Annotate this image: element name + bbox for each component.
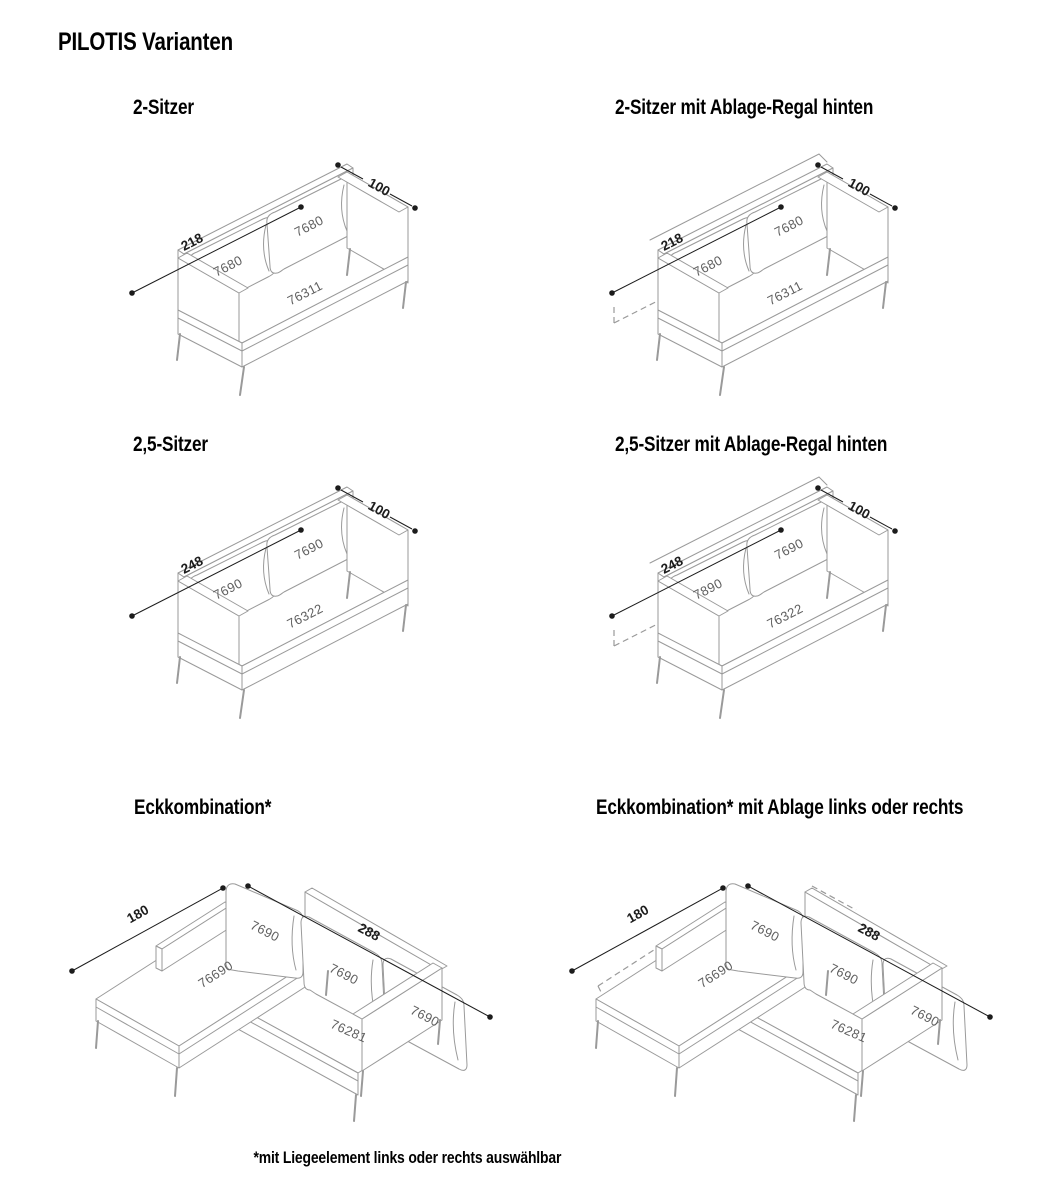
page-title: PILOTIS Varianten [58, 28, 233, 56]
dimension-endpoint-dot [892, 205, 898, 211]
diagram-2sitzer: 218 100 7680 7680 76311 [120, 145, 460, 400]
dimension-endpoint-dot [569, 968, 575, 974]
dimension-endpoint-dot [298, 204, 304, 210]
shelf-top-edge [649, 153, 828, 241]
dimension-endpoint-dot [815, 162, 821, 168]
variant-title-eckkombination-ablage: Eckkombination* mit Ablage links oder re… [596, 796, 964, 819]
dimension-endpoint-dot [892, 528, 898, 534]
diagram-eckkombination-ablage: 180 288 7690 76690 7690 76281 7690 [560, 780, 1045, 1140]
chaise-dimension-label: 180 [124, 902, 151, 926]
variant-title-eckkombination: Eckkombination* [134, 796, 272, 819]
depth-dimension-line [340, 489, 413, 530]
dimension-endpoint-dot [245, 883, 251, 889]
shelf-top-edge [649, 476, 828, 564]
chaise-dimension-line [71, 887, 224, 972]
shelf-hidden-edge-dashed [811, 885, 857, 911]
dimension-endpoint-dot [412, 528, 418, 534]
dimension-endpoint-dot [298, 527, 304, 533]
diagram-2sitzer-ablage: 218 100 7680 7680 76311 [600, 145, 950, 400]
dimension-endpoint-dot [487, 1014, 493, 1020]
width-dimension-line [747, 885, 991, 1018]
dimension-endpoint-dot [778, 527, 784, 533]
depth-dimension-line [820, 489, 893, 530]
dimension-endpoint-dot [129, 613, 135, 619]
footnote: *mit Liegeelement links oder rechts ausw… [253, 1148, 562, 1167]
dimension-endpoint-dot [129, 290, 135, 296]
diagram-25sitzer: 248 100 7690 7690 76322 [120, 468, 460, 723]
dimension-endpoint-dot [987, 1014, 993, 1020]
chaise-dimension-label: 180 [624, 902, 651, 926]
width-dimension-line [611, 529, 782, 617]
dimension-endpoint-dot [778, 204, 784, 210]
dimension-endpoint-dot [335, 485, 341, 491]
dimension-endpoint-dot [815, 485, 821, 491]
variant-title-2sitzer: 2-Sitzer [133, 96, 194, 119]
depth-dimension-line [340, 166, 413, 207]
dimension-endpoint-dot [745, 883, 751, 889]
dimension-endpoint-dot [609, 613, 615, 619]
diagram-25sitzer-ablage: 248 100 7890 7690 76322 [600, 468, 950, 723]
width-dimension-line [131, 206, 302, 294]
variant-title-25sitzer: 2,5-Sitzer [133, 433, 208, 456]
width-dimension-line [247, 885, 491, 1018]
variant-title-2sitzer-ablage: 2-Sitzer mit Ablage-Regal hinten [615, 96, 874, 119]
chaise-dimension-line [571, 887, 724, 972]
dimension-endpoint-dot [220, 885, 226, 891]
dimension-endpoint-dot [69, 968, 75, 974]
dimension-endpoint-dot [335, 162, 341, 168]
width-dimension-line [131, 529, 302, 617]
dimension-endpoint-dot [412, 205, 418, 211]
variant-title-25sitzer-ablage: 2,5-Sitzer mit Ablage-Regal hinten [615, 433, 888, 456]
dimension-endpoint-dot [609, 290, 615, 296]
width-dimension-line [611, 206, 782, 294]
depth-dimension-line [820, 166, 893, 207]
diagram-eckkombination: 180 288 7690 76690 7690 76281 7690 [60, 780, 530, 1125]
dimension-endpoint-dot [720, 885, 726, 891]
